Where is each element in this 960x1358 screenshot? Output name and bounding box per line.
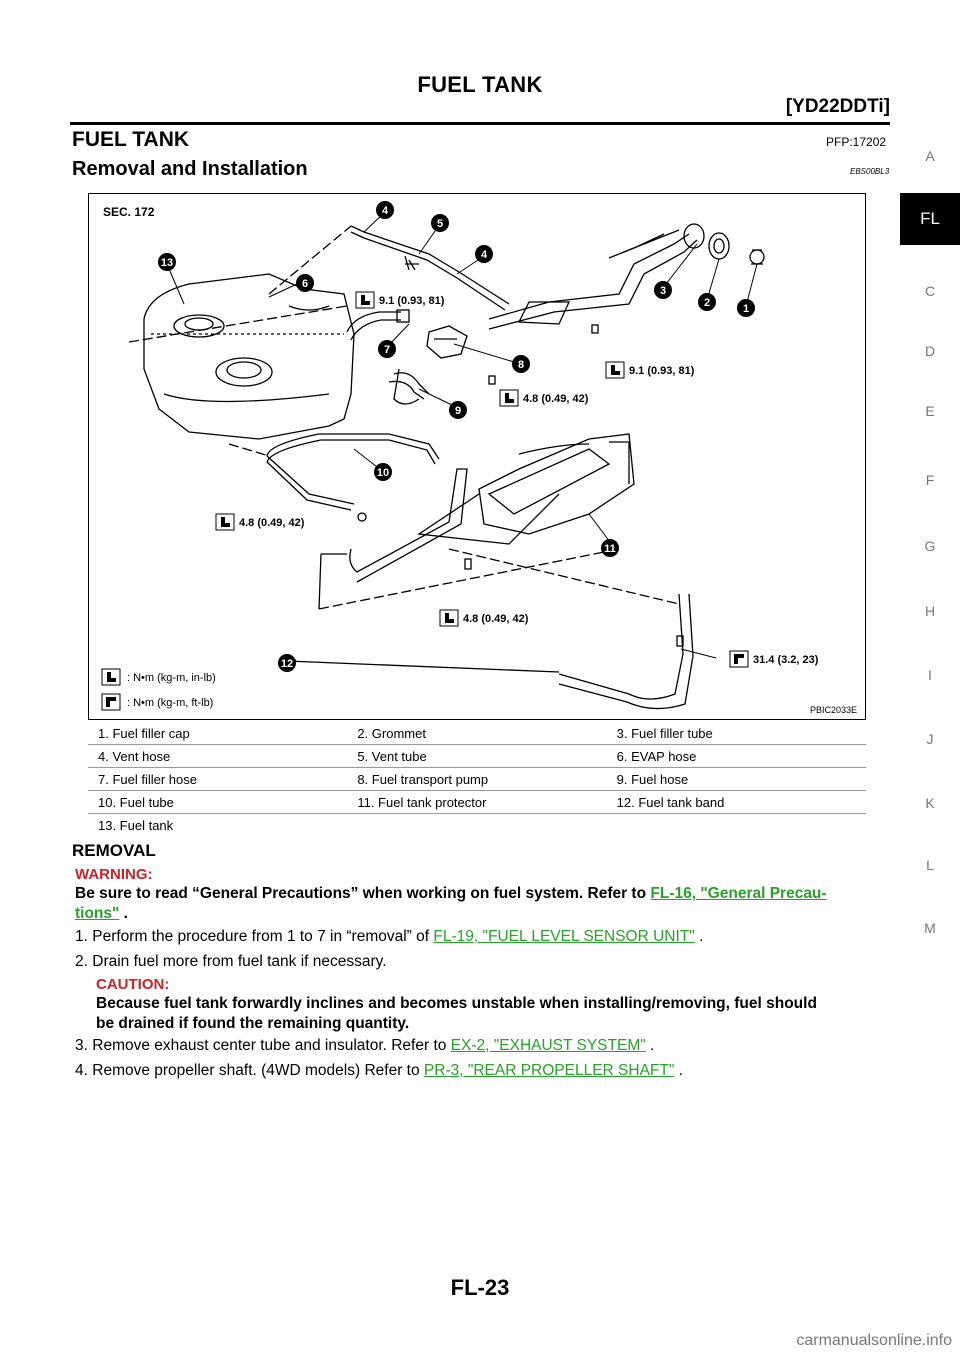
index-tab-f[interactable]: F [925,472,935,488]
section-title: FUEL TANK [72,128,190,151]
svg-text:31.4 (3.2, 23): 31.4 (3.2, 23) [753,654,819,666]
wrench-glyphs [106,295,744,707]
svg-text:10: 10 [377,467,389,479]
step-3-link[interactable]: EX-2, "EXHAUST SYSTEM" [450,1037,646,1054]
protector-shape [417,433,635,545]
svg-text:9.1 (0.93, 81): 9.1 (0.93, 81) [629,365,695,377]
index-tab-m[interactable]: M [924,920,936,936]
svg-text:9.1 (0.93, 81): 9.1 (0.93, 81) [379,295,445,307]
svg-text:7: 7 [384,344,390,356]
svg-text:4.8 (0.49, 42): 4.8 (0.49, 42) [239,517,305,529]
svg-text:: N•m (kg-m, ft-lb): : N•m (kg-m, ft-lb) [127,697,213,709]
index-tab-h[interactable]: H [924,603,936,619]
table-cell: 2. Grommet [357,725,426,741]
table-cell: 8. Fuel transport pump [347,767,607,791]
table-cell: 9. Fuel hose [606,767,866,791]
page-header-title: FUEL TANK [417,72,543,97]
step-1: 1. Perform the procedure from 1 to 7 in … [75,928,704,945]
svg-text:3: 3 [660,285,666,297]
svg-text:13: 13 [161,257,173,269]
table-cell: 7. Fuel filler hose [88,767,348,791]
step-4-link[interactable]: PR-3, "REAR PROPELLER SHAFT" [423,1062,675,1079]
table-cell: 5. Vent tube [347,744,607,768]
watermark: carmanualsonline.info [796,1332,952,1349]
bolt-shapes [357,255,684,647]
engine-model-label: [YD22DDTi] [785,96,890,117]
section-label: SEC. 172 [103,205,155,219]
index-tab-j[interactable]: J [926,731,934,747]
figure-id: PBIC2033E [809,705,857,715]
table-row: 7. Fuel filler hose 8. Fuel transport pu… [88,767,866,791]
step-4: 4. Remove propeller shaft. (4WD models) … [75,1062,683,1079]
svg-text:4: 4 [382,205,389,217]
table-row: 1. Fuel filler cap 2. Grommet 3. Fuel fi… [88,722,866,745]
svg-text:2: 2 [704,297,710,309]
table-cell: 13. Fuel tank [88,813,348,836]
index-tab-k[interactable]: K [925,795,935,811]
index-tab-c[interactable]: C [924,283,936,299]
section-index-sidebar: A FL C D E F G H I J K L M [900,0,960,1358]
table-cell: 4. Vent hose [88,744,348,768]
index-tab-a[interactable]: A [925,148,935,164]
step-3: 3. Remove exhaust center tube and insula… [75,1037,655,1054]
pump-shape [388,325,468,405]
tank-band-shape [286,468,694,710]
diagram-drawing: SEC. 172 [101,201,819,711]
svg-text:9: 9 [455,405,461,417]
svg-text:6: 6 [302,278,308,290]
svg-text:4.8 (0.49, 42): 4.8 (0.49, 42) [523,393,589,405]
exploded-diagram: SEC. 172 [88,193,866,720]
table-row: 4. Vent hose 5. Vent tube 6. EVAP hose [88,744,866,768]
index-tab-g[interactable]: G [924,538,936,554]
torque-icons [101,291,749,711]
table-cell: 10. Fuel tube [88,790,348,814]
fuel-tank-shape [128,273,355,440]
table-cell: 6. EVAP hose [606,744,866,768]
removal-heading: REMOVAL [72,841,156,860]
step-1-link[interactable]: FL-19, "FUEL LEVEL SENSOR UNIT" [433,928,695,945]
svg-text:11: 11 [604,543,616,555]
torque-values: 9.1 (0.93, 81) 9.1 (0.93, 81) 4.8 (0.49,… [127,295,819,709]
caution-label: CAUTION: [96,976,170,993]
fuel-tube-shape [228,433,440,511]
header-rule [70,122,890,125]
filler-system-shape [346,223,765,341]
warning-label: WARNING: [75,866,153,883]
caution-text: Because fuel tank forwardly inclines and… [96,995,817,1032]
table-cell: 1. Fuel filler cap [98,725,190,741]
warning-link[interactable]: FL-16, "General Precau- [650,885,827,902]
table-cell [347,813,607,836]
table-row: 13. Fuel tank [88,813,866,836]
warning-link-cont[interactable]: tions" [75,905,120,922]
table-row: 10. Fuel tube 11. Fuel tank protector 12… [88,790,866,814]
callout-numbers: 4 5 4 6 13 7 8 9 10 11 3 2 1 12 [161,205,749,670]
table-cell: 3. Fuel filler tube [616,725,713,741]
page-number: FL-23 [450,1275,510,1300]
table-cell: 12. Fuel tank band [606,790,866,814]
index-tab-i[interactable]: I [928,667,932,683]
svg-text:: N•m (kg-m, in-lb): : N•m (kg-m, in-lb) [127,672,216,684]
svg-text:12: 12 [281,658,293,670]
svg-text:4: 4 [481,249,488,261]
callouts [158,201,755,672]
subsection-title: Removal and Installation [72,158,308,180]
index-tab-l[interactable]: L [926,857,934,873]
svg-text:5: 5 [437,218,443,230]
table-cell [606,813,866,836]
svg-text:8: 8 [518,359,524,371]
pfp-code: PFP:17202 [826,135,887,149]
table-cell: 11. Fuel tank protector [347,790,607,814]
step-2: 2. Drain fuel more from fuel tank if nec… [75,953,387,970]
parts-table: 1. Fuel filler cap 2. Grommet 3. Fuel fi… [88,722,866,836]
warning-text: Be sure to read “General Precautions” wh… [75,885,827,922]
index-tab-e[interactable]: E [925,403,935,419]
svg-text:4.8 (0.49, 42): 4.8 (0.49, 42) [463,613,529,625]
svg-text:1: 1 [743,303,749,315]
leader-lines [166,211,758,661]
index-tab-fl-active[interactable]: FL [900,193,960,245]
vent-tube-shape [268,225,510,311]
ebs-code: EBS00BL3 [850,167,890,176]
index-tab-d[interactable]: D [924,343,936,359]
